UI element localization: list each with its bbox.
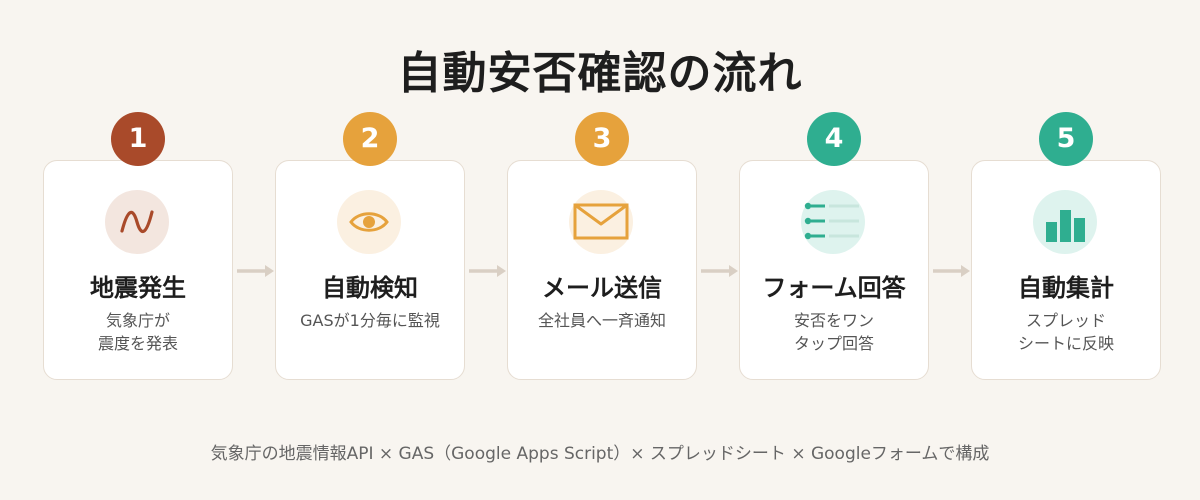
step-description-line: 気象庁が (105, 311, 170, 330)
step-description: 気象庁が 震度を発表 (43, 309, 233, 355)
icon-circle (337, 190, 401, 254)
bar-chart-icon (1046, 210, 1085, 242)
arrow-right-icon (237, 265, 274, 277)
step-title: フォーム回答 (762, 274, 906, 302)
flow-step-4: 4 フォーム回答 安否をワン タップ回答 (739, 112, 929, 382)
footer-caption: 気象庁の地震情報API × GAS（Google Apps Script）× ス… (210, 444, 990, 464)
step-number-badge: 1 (111, 112, 165, 166)
page-title: 自動安否確認の流れ (397, 48, 803, 99)
step-description: 安否をワン タップ回答 (739, 309, 929, 355)
step-title: 自動検知 (322, 274, 418, 302)
wave-icon (120, 210, 154, 233)
step-description-line: シートに反映 (1017, 334, 1114, 353)
flow-step-1: 1 地震発生 気象庁が 震度を発表 (43, 112, 233, 382)
step-number-badge: 3 (575, 112, 629, 166)
step-number-badge: 5 (1039, 112, 1093, 166)
step-title: 自動集計 (1018, 274, 1114, 302)
eye-icon (349, 212, 389, 232)
arrow-right-icon (469, 265, 506, 277)
step-number-badge: 4 (807, 112, 861, 166)
step-description: 全社員へ一斉通知 (507, 309, 697, 332)
step-number-badge: 2 (343, 112, 397, 166)
icon-circle (105, 190, 169, 254)
step-description: GASが1分毎に監視 (275, 309, 465, 332)
envelope-icon (573, 203, 629, 240)
icon-circle (801, 190, 865, 254)
step-description: スプレッド シートに反映 (971, 309, 1161, 355)
step-description-line: スプレッド (1025, 311, 1106, 330)
icon-circle (569, 190, 633, 254)
arrow-right-icon (933, 265, 970, 277)
flow-step-5: 5 自動集計 スプレッド シートに反映 (971, 112, 1161, 382)
arrow-right-icon (701, 265, 738, 277)
step-card (971, 160, 1161, 380)
step-title: メール送信 (542, 274, 662, 302)
form-list-icon (804, 202, 859, 240)
step-description-line: GASが1分毎に監視 (300, 311, 440, 330)
step-description-line: タップ回答 (793, 334, 874, 353)
step-description-line: 安否をワン (793, 311, 874, 330)
icon-circle (1033, 190, 1097, 254)
step-description-line: 全社員へ一斉通知 (537, 311, 666, 330)
step-description-line: 震度を発表 (97, 334, 178, 353)
step-title: 地震発生 (90, 274, 186, 302)
flow-step-2: 2 自動検知 GASが1分毎に監視 (275, 112, 465, 382)
flow-step-3: 3 メール送信 全社員へ一斉通知 (507, 112, 697, 382)
